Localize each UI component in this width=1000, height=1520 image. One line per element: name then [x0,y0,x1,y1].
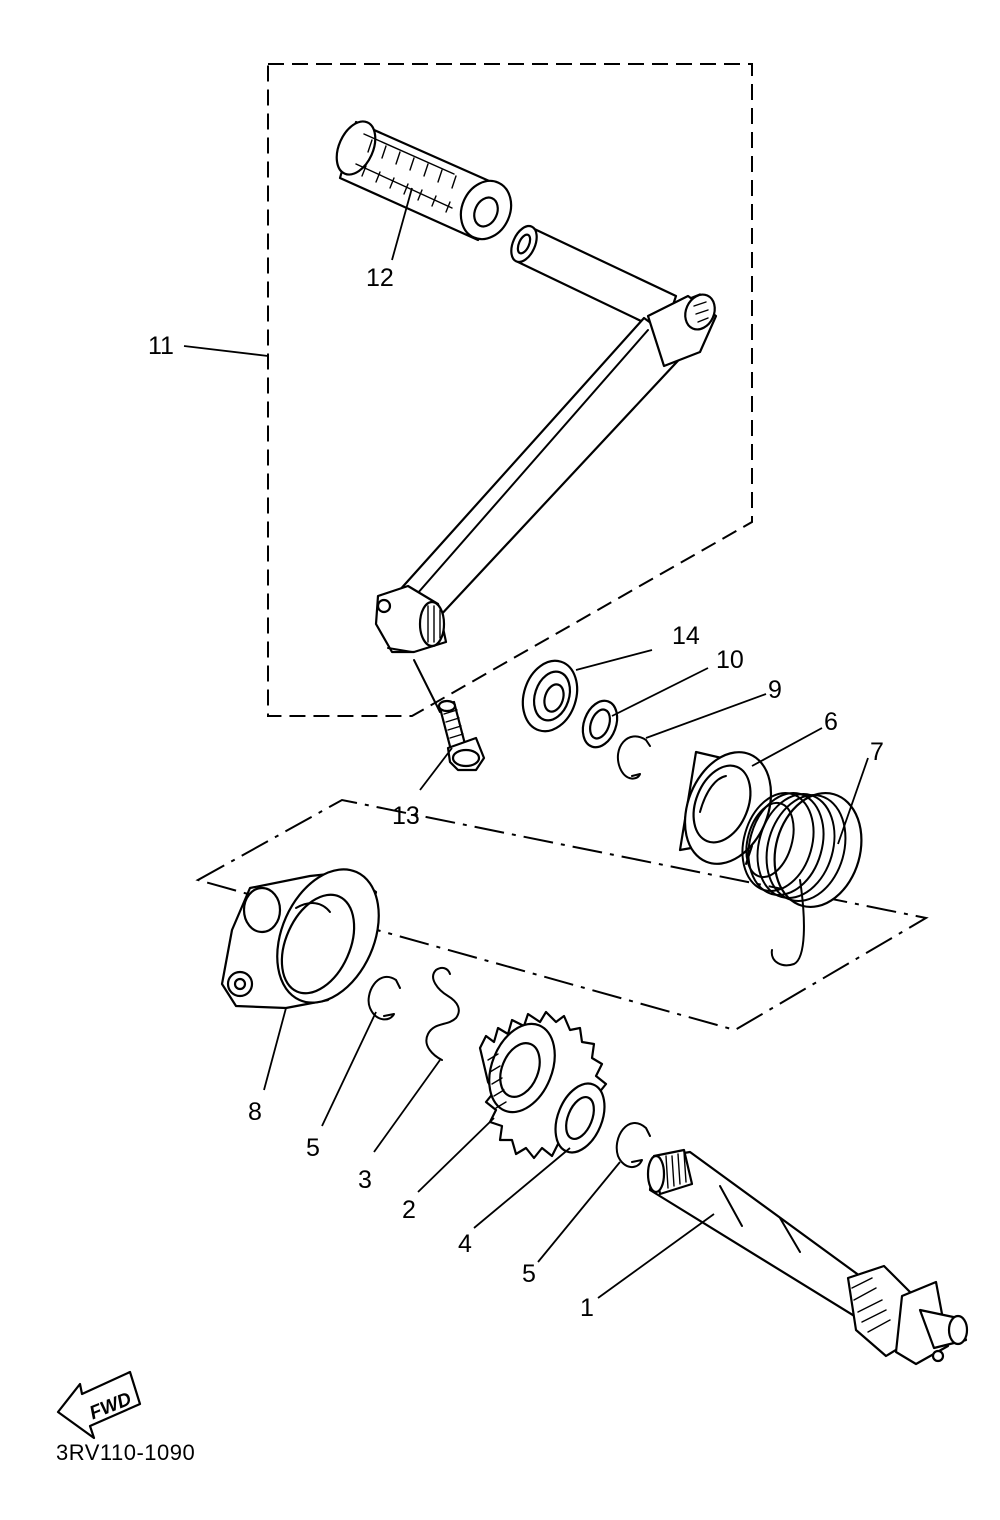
label-part-11: 11 [148,332,174,360]
kick-grip [335,120,513,242]
washer-10 [581,699,619,749]
spring-guide [220,868,380,1010]
label-part-3: 3 [358,1166,372,1194]
leader-lines [183,187,869,1299]
fwd-direction-marker: FWD [56,1370,142,1440]
label-part-10: 10 [716,646,744,674]
pinch-bolt [437,699,486,772]
label-part-14: 14 [672,622,700,650]
spring-cover [678,750,773,865]
washer-4 [554,1082,606,1154]
part-labels: 11 12 14 10 9 6 7 13 8 5 3 2 4 5 1 [148,264,884,1322]
assembly-box-spring-group [195,798,929,1032]
kick-crank [374,224,718,654]
label-part-6: 6 [824,708,838,736]
circlip-9 [616,735,651,780]
label-part-1: 1 [580,1294,594,1322]
kick-axle [646,1148,969,1366]
assembly-box-11 [267,63,753,717]
label-part-7: 7 [870,738,884,766]
label-part-13: 13 [392,802,420,830]
label-part-5-upper: 5 [306,1134,320,1162]
drawing-code: 3RV110-1090 [56,1440,195,1465]
label-part-2: 2 [402,1196,416,1224]
circlip-5-lower [615,1122,651,1168]
assembly-line-bolt [413,659,441,713]
oil-seal [521,659,579,733]
label-part-8: 8 [248,1098,262,1126]
label-part-4: 4 [458,1230,472,1258]
clip-spring [425,966,460,1061]
circlip-5-upper [367,976,401,1021]
label-part-9: 9 [768,676,782,704]
label-part-12: 12 [366,264,394,292]
torsion-spring [741,791,863,967]
label-part-5-lower: 5 [522,1260,536,1288]
